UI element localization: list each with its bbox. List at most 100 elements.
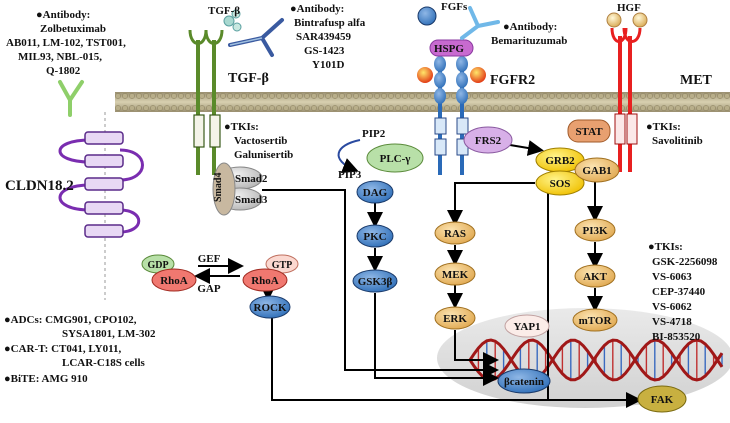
annotation-line: Bemarituzumab — [491, 35, 567, 47]
gtp-label: GTP — [272, 260, 293, 271]
fak-tki-annotation: ●TKIs: GSK-2256098 VS-6063 CEP-37440 VS-… — [648, 241, 718, 343]
met-receptor — [610, 27, 642, 172]
dag-label: DAG — [363, 187, 388, 199]
pathway-arrows — [194, 139, 642, 408]
rhoa-gtp-node — [242, 268, 288, 292]
annotation-title: ●TKIs: — [224, 121, 259, 133]
smad2-label: Smad2 — [235, 173, 268, 185]
smad-complex — [212, 162, 263, 216]
hgf-label: HGF — [617, 2, 641, 14]
pip2-label: PIP2 — [362, 128, 386, 140]
rhoa1-label: RhoA — [160, 275, 188, 287]
annotation-line: VS-6063 — [652, 271, 692, 283]
annotation-title: ●Antibody: — [36, 9, 90, 21]
annotation-line: SAR439459 — [296, 31, 352, 43]
hgf-ligand-icon — [606, 12, 648, 28]
tgf-antibody-icon — [228, 18, 284, 57]
annotation-line: Savolitinib — [652, 135, 703, 147]
akt-node — [574, 264, 616, 288]
annotation-line: GSK-2256098 — [652, 256, 718, 268]
ras-label: RAS — [444, 228, 466, 240]
fgf-antibody-annotation: ●Antibody: Bemarituzumab — [491, 21, 567, 47]
sos-label: SOS — [550, 178, 571, 190]
rock-node — [249, 295, 291, 319]
mek-label: MEK — [442, 269, 469, 281]
rhoa-gdp-node — [151, 268, 197, 292]
bcatenin-label: βcatenin — [504, 376, 544, 388]
cldn-antibody-icon — [58, 80, 84, 117]
annotation-title: ●TKIs: — [646, 121, 681, 133]
cart-line: LCAR-C18S cells — [62, 357, 146, 369]
annotation-line: Vactosertib — [234, 135, 287, 147]
ras-node — [434, 221, 476, 245]
tgf-antibody-annotation: ●Antibody: Bintrafusp alfa SAR439459 GS-… — [290, 3, 366, 71]
yap1-node — [504, 314, 550, 338]
smad4-label: Smad4 — [213, 173, 224, 202]
annotation-line: Galunisertib — [234, 149, 293, 161]
cart-title: ●CAR-T: CT041, LY011, — [4, 343, 122, 355]
rhoa2-label: RhoA — [251, 275, 279, 287]
tgf-receptor-label: TGF-β — [228, 71, 269, 86]
met-tki-annotation: ●TKIs: Savolitinib — [646, 121, 703, 147]
pip3-label: PIP3 — [338, 169, 362, 181]
annotation-line: VS-4718 — [652, 316, 692, 328]
annotation-line: AB011, LM-102, TST001, — [6, 37, 126, 49]
met-label: MET — [680, 73, 713, 88]
grb2-label: GRB2 — [545, 155, 575, 167]
annotation-title: ●Antibody: — [503, 21, 557, 33]
gab1-node — [574, 157, 620, 183]
annotation-line: GS-1423 — [304, 45, 345, 57]
adcs-title: ●ADCs: CMG901, CPO102, — [4, 314, 137, 326]
annotation-line: Zolbetuximab — [40, 23, 106, 35]
stat-label: STAT — [575, 126, 603, 138]
rock-label: ROCK — [254, 302, 287, 314]
gsk3b-node — [352, 269, 398, 293]
gab1-label: GAB1 — [582, 165, 611, 177]
annotation-line: CEP-37440 — [652, 286, 706, 298]
fgfr2-receptor — [434, 50, 469, 175]
frs2-label: FRS2 — [475, 135, 502, 147]
fgf-antibody-icon — [460, 6, 500, 40]
pkc-label: PKC — [363, 231, 386, 243]
plc-label: PLC-γ — [380, 153, 411, 165]
adcs-line: SYSA1801, LM-302 — [62, 328, 156, 340]
annotation-title: ●TKIs: — [648, 241, 683, 253]
bite-title: ●BiTE: AMG 910 — [4, 373, 88, 385]
gef-label: GEF — [198, 253, 221, 265]
tgf-ligand-icon — [223, 9, 242, 32]
fgfr2-label: FGFR2 — [490, 73, 535, 88]
cldn-antibody-annotation: ●Antibody: Zolbetuximab AB011, LM-102, T… — [6, 9, 126, 77]
mtor-label: mTOR — [579, 315, 613, 327]
gsk3b-label: GSK3β — [358, 276, 393, 288]
frs2-node — [463, 126, 513, 154]
hspg-icon — [429, 39, 474, 57]
cldn-label: CLDN18.2 — [5, 178, 74, 194]
pi3k-node — [574, 218, 616, 242]
annotation-line: MIL93, NBL-015, — [18, 51, 102, 63]
annotation-line: BI-853520 — [652, 331, 701, 343]
therapy-annotation: ●ADCs: CMG901, CPO102, SYSA1801, LM-302 … — [4, 314, 156, 385]
fak-label: FAK — [651, 394, 674, 406]
hspg-label: HSPG — [434, 43, 464, 55]
annotation-line: Q-1802 — [46, 65, 81, 77]
mek-node — [434, 262, 476, 286]
fgfs-label: FGFs — [441, 1, 468, 13]
bcatenin-node — [497, 368, 551, 394]
smad3-label: Smad3 — [235, 194, 268, 206]
annotation-line: VS-6062 — [652, 301, 692, 313]
annotation-line: Y101D — [312, 59, 344, 71]
fgf-ligand-icon — [417, 6, 486, 83]
stat-node — [567, 119, 611, 143]
sos-node — [535, 170, 585, 196]
mtor-node — [572, 308, 618, 332]
erk-node — [434, 306, 476, 330]
gap-label: GAP — [197, 283, 221, 295]
erk-label: ERK — [443, 313, 467, 325]
pi3k-label: PI3K — [582, 225, 608, 237]
pkc-node — [356, 224, 394, 248]
akt-label: AKT — [583, 271, 608, 283]
tgf-receptor — [188, 29, 224, 175]
cell-membrane — [115, 92, 730, 112]
